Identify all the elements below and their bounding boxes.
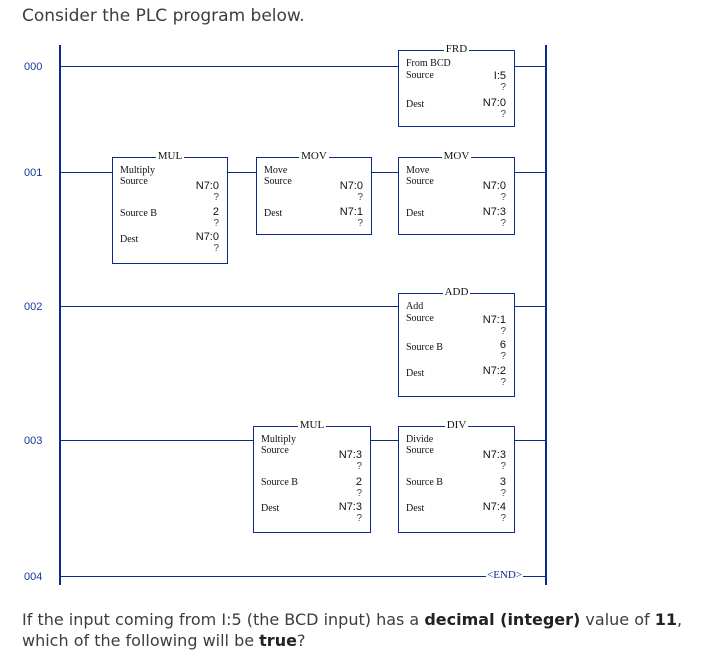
block-function-label: From BCD <box>406 58 451 69</box>
rung-number-000: 000 <box>24 61 43 73</box>
block-param-label: Source <box>264 176 292 187</box>
question-emphasis: decimal (integer) <box>424 610 581 629</box>
rung-number-001: 001 <box>24 167 43 179</box>
block-param-value: N7:4 <box>482 501 506 513</box>
block-param-label: Source B <box>406 477 443 488</box>
block-param-value: N7:1 <box>339 206 363 218</box>
unknown-value-marker: ? <box>357 192 363 203</box>
block-param-value: N7:3 <box>482 449 506 461</box>
question-emphasis: 11 <box>654 610 677 629</box>
unknown-value-marker: ? <box>356 513 362 524</box>
block-param-label: Dest <box>406 99 425 110</box>
unknown-value-marker: ? <box>500 377 506 388</box>
unknown-value-marker: ? <box>213 243 219 254</box>
block-param-label: Source B <box>406 342 443 353</box>
unknown-value-marker: ? <box>213 218 219 229</box>
block-param-label: Dest <box>406 368 425 379</box>
block-function-label: Divide <box>406 434 434 445</box>
block-param-label: Dest <box>264 208 283 219</box>
question-part: ? <box>296 631 306 650</box>
block-param-value: N7:3 <box>482 206 506 218</box>
block-param-label: Source <box>120 176 148 187</box>
left-power-rail <box>59 45 61 585</box>
block-param-label: Source <box>406 313 434 324</box>
mov-block: MOV Move Source N7:0 ? Dest N7:3 ? <box>398 150 515 235</box>
question-text: If the input coming from I:5 (the BCD in… <box>22 609 702 651</box>
block-param-value: N7:2 <box>482 365 506 377</box>
block-param-value: I:5 <box>493 70 506 82</box>
unknown-value-marker: ? <box>500 192 506 203</box>
add-block: ADD Add Source N7:1 ? Source B 6 ? Dest … <box>398 286 515 397</box>
unknown-value-marker: ? <box>357 218 363 229</box>
frd-block: FRD From BCD Source I:5 ? Dest N7:0 ? <box>398 43 515 127</box>
unknown-value-marker: ? <box>500 351 506 362</box>
unknown-value-marker: ? <box>500 109 506 120</box>
unknown-value-marker: ? <box>213 192 219 203</box>
unknown-value-marker: ? <box>356 461 362 472</box>
block-param-label: Source B <box>120 208 157 219</box>
block-param-value: N7:0 <box>339 180 363 192</box>
question-part: If the input coming from I:5 (the BCD in… <box>22 610 425 629</box>
block-function-label: Add <box>406 301 424 312</box>
block-param-label: Dest <box>406 503 425 514</box>
block-param-label: Dest <box>120 234 139 245</box>
question-part: value of <box>580 610 655 629</box>
block-param-value: N7:3 <box>338 449 362 461</box>
block-param-value: 2 <box>212 206 219 218</box>
question-emphasis: true <box>259 631 297 650</box>
block-param-label: Dest <box>406 208 425 219</box>
rung-000-wire <box>60 66 545 67</box>
block-function-label: Move <box>406 165 430 176</box>
rung-number-003: 003 <box>24 435 43 447</box>
block-param-value: N7:0 <box>482 97 506 109</box>
unknown-value-marker: ? <box>500 461 506 472</box>
right-power-rail <box>545 45 547 585</box>
unknown-value-marker: ? <box>500 218 506 229</box>
block-param-label: Source B <box>261 477 298 488</box>
block-title: MUL <box>155 150 185 162</box>
intro-text: Consider the PLC program below. <box>22 6 305 26</box>
block-param-label: Source <box>261 445 289 456</box>
block-param-value: 2 <box>355 476 362 488</box>
end-instruction: <END> <box>486 569 524 581</box>
block-param-value: N7:0 <box>195 180 219 192</box>
rung-002-wire <box>60 306 545 307</box>
block-title: MOV <box>299 150 329 162</box>
mul-block: MUL Multiply Source N7:0 ? Source B 2 ? … <box>112 150 228 264</box>
block-param-value: N7:0 <box>195 231 219 243</box>
unknown-value-marker: ? <box>500 488 506 499</box>
block-function-label: Multiply <box>261 434 297 445</box>
block-title: ADD <box>442 286 471 298</box>
rung-number-002: 002 <box>24 301 43 313</box>
block-param-label: Source <box>406 445 434 456</box>
mov-block: MOV Move Source N7:0 ? Dest N7:1 ? <box>256 150 372 235</box>
block-param-label: Source <box>406 70 434 81</box>
block-function-label: Move <box>264 165 288 176</box>
block-param-value: N7:3 <box>338 501 362 513</box>
unknown-value-marker: ? <box>500 326 506 337</box>
unknown-value-marker: ? <box>500 82 506 93</box>
block-title: DIV <box>444 419 469 431</box>
div-block: DIV Divide Source N7:3 ? Source B 3 ? De… <box>398 419 515 533</box>
block-title: FRD <box>443 43 470 55</box>
block-param-value: N7:1 <box>482 314 506 326</box>
end-label: END <box>493 569 516 581</box>
question-part: , which of the following will be <box>22 610 683 650</box>
block-title: MOV <box>441 150 472 162</box>
block-title: MUL <box>297 419 327 431</box>
block-param-value: 3 <box>499 476 506 488</box>
block-param-value: 6 <box>499 339 506 351</box>
unknown-value-marker: ? <box>500 513 506 524</box>
block-param-value: N7:0 <box>482 180 506 192</box>
unknown-value-marker: ? <box>356 488 362 499</box>
block-param-label: Dest <box>261 503 280 514</box>
rung-number-004: 004 <box>24 571 43 583</box>
block-function-label: Multiply <box>120 165 156 176</box>
block-param-label: Source <box>406 176 434 187</box>
mul-block: MUL Multiply Source N7:3 ? Source B 2 ? … <box>253 419 371 533</box>
rung-004-wire <box>60 576 545 577</box>
